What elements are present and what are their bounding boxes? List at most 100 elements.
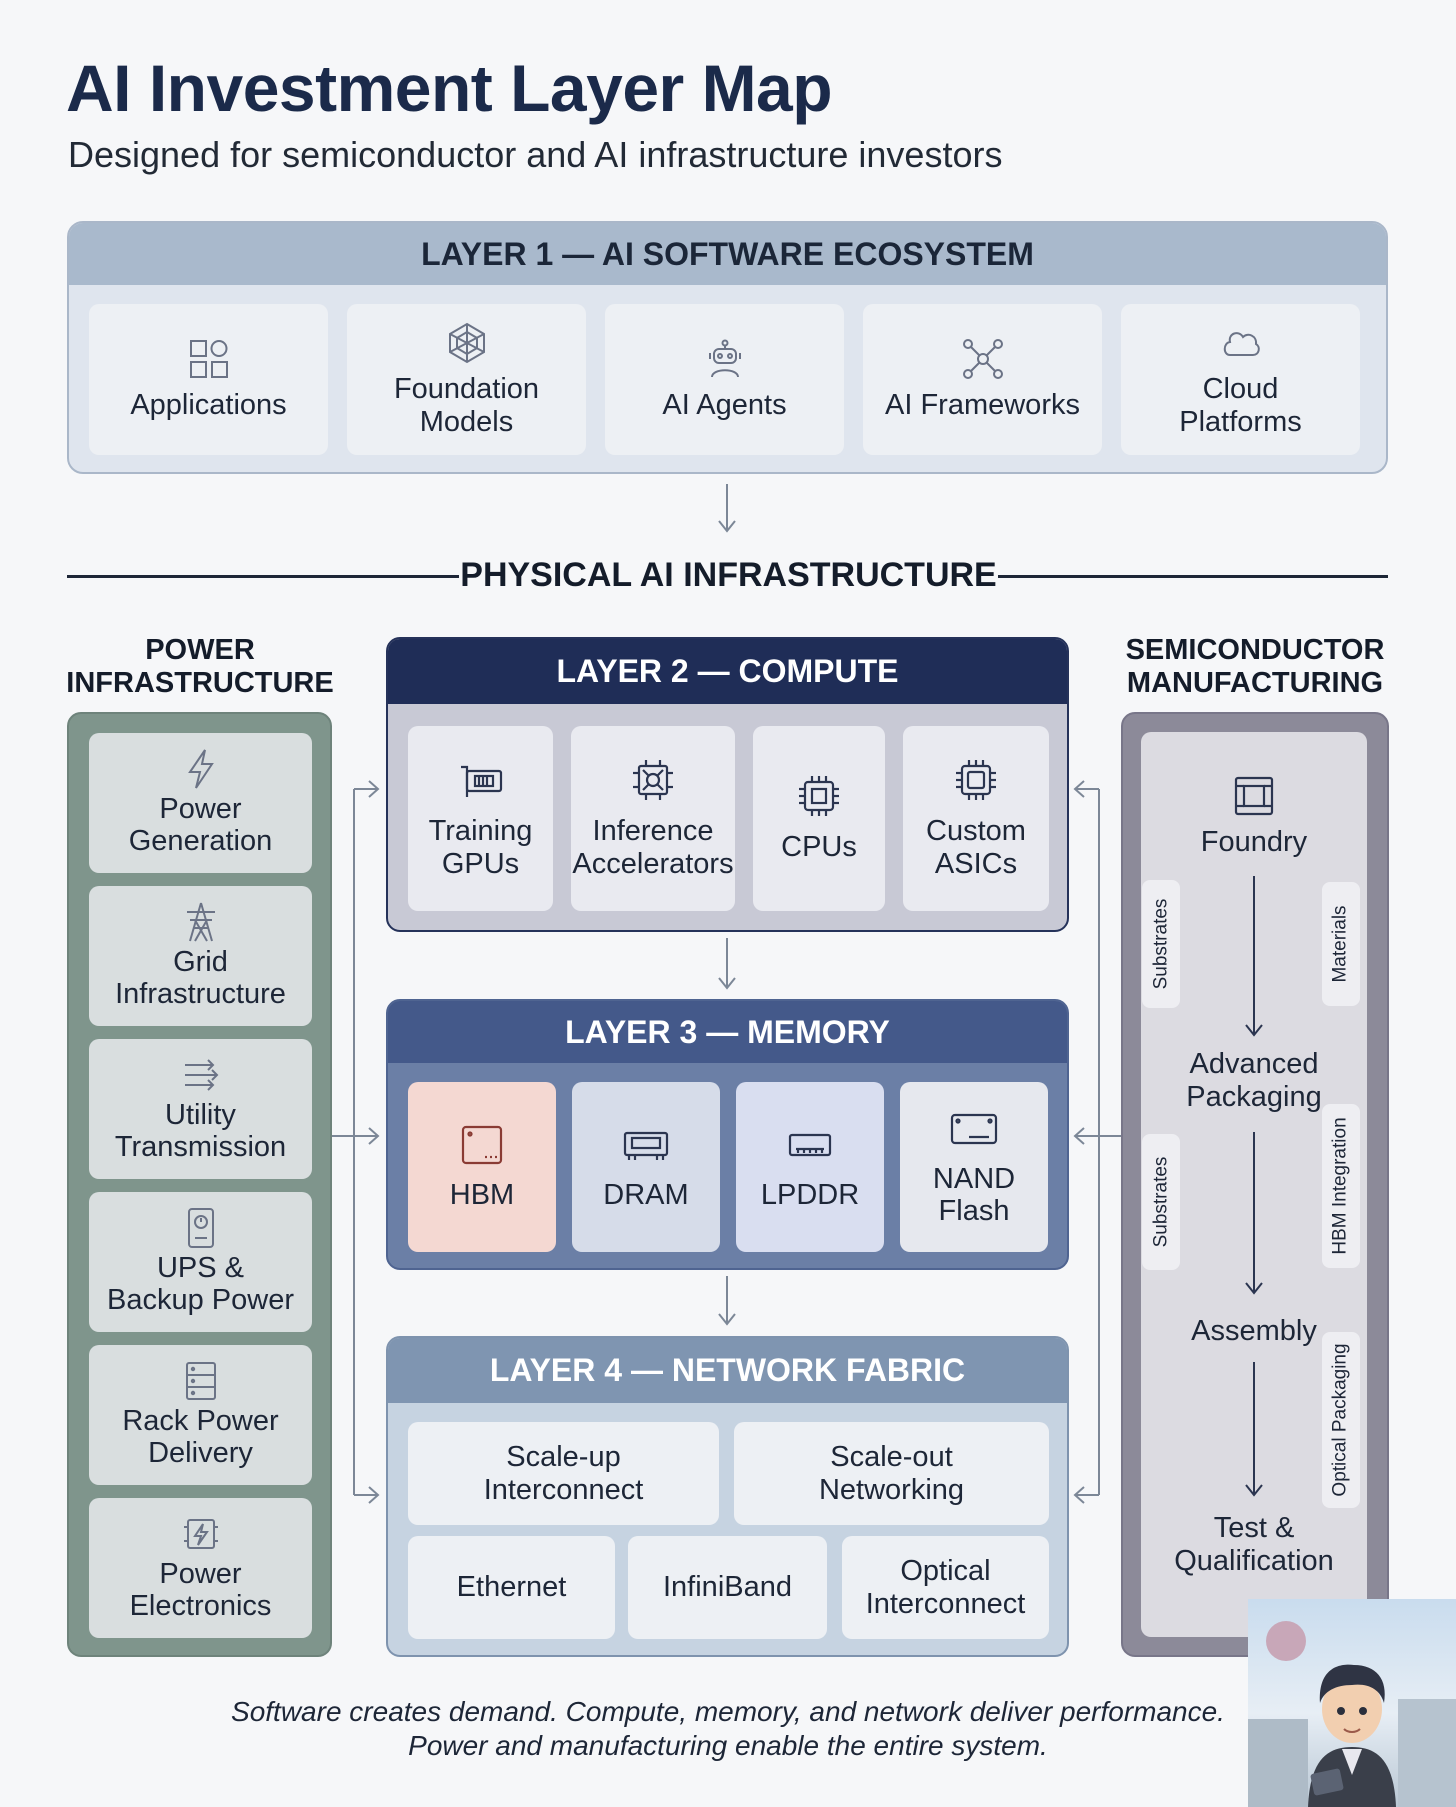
card-label: DRAM: [603, 1178, 689, 1211]
semiconductor-manufacturing-column: Foundry Advanced Packaging Assembly Test…: [1121, 712, 1389, 1657]
footer-line-2: Power and manufacturing enable the entir…: [408, 1729, 1048, 1761]
semi-tag-substrates-2: Substrates: [1142, 1134, 1180, 1270]
layer-4-card-ethernet[interactable]: Ethernet: [408, 1536, 615, 1639]
ssd-icon: [950, 1113, 998, 1144]
layer-2-panel: LAYER 2 — COMPUTE Training GPUs Inferenc…: [386, 637, 1069, 932]
layer-4-panel: LAYER 4 — NETWORK FABRIC Scale-up Interc…: [386, 1336, 1069, 1657]
power-card-generation[interactable]: Power Generation: [89, 733, 312, 873]
card-label: NAND Flash: [932, 1162, 1016, 1227]
power-card-rack[interactable]: Rack Power Delivery: [89, 1345, 312, 1485]
card-label: Custom ASICs: [926, 815, 1026, 880]
semi-tag-materials: Materials: [1322, 882, 1360, 1006]
semiconductor-flow-panel: Foundry Advanced Packaging Assembly Test…: [1141, 732, 1367, 1637]
layer-4-card-infiniband[interactable]: InfiniBand: [628, 1536, 827, 1639]
card-label: Power Electronics: [129, 1558, 272, 1622]
chip-die-icon: [1234, 776, 1274, 816]
card-label: Foundation Models: [393, 372, 540, 438]
semi-tag-substrates-1: Substrates: [1142, 880, 1180, 1008]
layer-4-header: LAYER 4 — NETWORK FABRIC: [388, 1338, 1067, 1403]
lpddr-module-icon: [788, 1133, 832, 1156]
divider-line-right: [998, 575, 1388, 578]
semi-flow-arrows: [1245, 876, 1263, 1497]
footer-line-1: Software creates demand. Compute, memory…: [231, 1696, 1225, 1727]
presenter-avatar-image: [1248, 1621, 1456, 1807]
physical-infrastructure-title: PHYSICAL AI INFRASTRUCTURE: [460, 556, 997, 594]
cpu-icon: [799, 776, 839, 817]
layer-3-card-dram[interactable]: DRAM: [572, 1082, 720, 1252]
semi-step-advanced-packaging: Advanced Packaging: [1186, 1048, 1322, 1113]
card-label: AI Agents: [662, 389, 787, 422]
power-card-utility[interactable]: Utility Transmission: [89, 1039, 312, 1179]
layer-2-header: LAYER 2 — COMPUTE: [388, 639, 1067, 704]
divider-line-left: [67, 575, 459, 578]
card-label: Grid Infrastructure: [115, 946, 286, 1010]
card-label: Training GPUs: [428, 815, 533, 880]
avatar: [1248, 1599, 1456, 1807]
layer-3-header: LAYER 3 — MEMORY: [388, 1001, 1067, 1063]
card-label: Power Generation: [128, 793, 273, 857]
card-label: LPDDR: [760, 1178, 860, 1211]
node-graph-icon: [962, 339, 1003, 380]
card-label: HBM: [449, 1178, 515, 1211]
card-label: CPUs: [781, 831, 857, 864]
power-card-ups[interactable]: UPS & Backup Power: [89, 1192, 312, 1332]
semi-step-foundry: Foundry: [1200, 826, 1308, 858]
lightning-icon: [187, 749, 214, 789]
layer-3-panel: LAYER 3 — MEMORY HBM DRAM LPDDR NAND Fla…: [386, 999, 1069, 1270]
layer-2-card-training-gpus[interactable]: Training GPUs: [408, 726, 553, 911]
layer-2-card-inference-accelerators[interactable]: Inference Accelerators: [571, 726, 735, 911]
asic-icon: [956, 760, 996, 801]
tag-label: Substrates: [1150, 1156, 1172, 1248]
power-card-electronics[interactable]: Power Electronics: [89, 1498, 312, 1638]
power-module-icon: [183, 1519, 218, 1550]
semiconductor-manufacturing-title: SEMICONDUCTOR MANUFACTURING: [1125, 634, 1385, 700]
power-infrastructure-title: POWER INFRASTRUCTURE: [66, 634, 334, 700]
layer-3-card-nand-flash[interactable]: NAND Flash: [900, 1082, 1048, 1252]
card-label: UPS & Backup Power: [107, 1252, 294, 1316]
layer-1-card-ai-frameworks[interactable]: AI Frameworks: [863, 304, 1102, 455]
accelerator-chip-icon: [633, 760, 673, 801]
tag-label: Optical Packaging: [1330, 1343, 1351, 1497]
layer-1-card-ai-agents[interactable]: AI Agents: [605, 304, 844, 455]
card-label: Utility Transmission: [114, 1099, 287, 1163]
layer-1-card-applications[interactable]: Applications: [89, 304, 328, 455]
layer-1-card-cloud-platforms[interactable]: Cloud Platforms: [1121, 304, 1360, 455]
layer-2-card-cpus[interactable]: CPUs: [753, 726, 885, 911]
card-label: Cloud Platforms: [1179, 372, 1302, 438]
semi-step-assembly: Assembly: [1191, 1315, 1317, 1347]
transmission-arrows-icon: [184, 1059, 218, 1091]
ups-icon: [187, 1208, 214, 1249]
card-label: Inference Accelerators: [572, 815, 734, 880]
power-card-grid[interactable]: Grid Infrastructure: [89, 886, 312, 1026]
semi-tag-hbm-integration: HBM Integration: [1322, 1104, 1360, 1268]
semi-tag-optical-packaging: Optical Packaging: [1322, 1332, 1360, 1508]
network-polyhedron-icon: [448, 322, 485, 363]
layer-3-card-hbm[interactable]: HBM: [408, 1082, 556, 1252]
dram-module-icon: [623, 1131, 669, 1160]
layer-4-card-scale-out[interactable]: Scale-out Networking: [734, 1422, 1049, 1525]
power-tower-icon: [186, 902, 215, 942]
card-label: Rack Power Delivery: [122, 1405, 279, 1469]
tag-label: Materials: [1330, 905, 1352, 983]
tag-label: HBM Integration: [1330, 1117, 1352, 1255]
card-label: AI Frameworks: [885, 389, 1080, 422]
layer-3-card-lpddr[interactable]: LPDDR: [736, 1082, 884, 1252]
layer-4-card-optical-interconnect[interactable]: Optical Interconnect: [842, 1536, 1049, 1639]
power-infrastructure-column: Power Generation Grid Infrastructure Uti…: [67, 712, 332, 1657]
cloud-icon: [1223, 331, 1260, 356]
robot-icon: [708, 339, 741, 378]
layer-4-card-scale-up[interactable]: Scale-up Interconnect: [408, 1422, 719, 1525]
rack-icon: [185, 1362, 216, 1401]
layer-1-header: LAYER 1 — AI SOFTWARE ECOSYSTEM: [69, 223, 1386, 285]
hbm-chip-icon: [461, 1125, 503, 1164]
layer-1-panel: LAYER 1 — AI SOFTWARE ECOSYSTEM Applicat…: [67, 221, 1388, 474]
layer-1-card-foundation-models[interactable]: Foundation Models: [347, 304, 586, 455]
page-title: AI Investment Layer Map: [66, 51, 833, 125]
card-label: Applications: [130, 389, 287, 422]
gpu-card-icon: [460, 765, 502, 798]
tag-label: Substrates: [1150, 898, 1172, 990]
layer-2-card-custom-asics[interactable]: Custom ASICs: [903, 726, 1049, 911]
footer-caption: Software creates demand. Compute, memory…: [190, 1695, 1266, 1762]
grid-apps-icon: [189, 340, 228, 379]
